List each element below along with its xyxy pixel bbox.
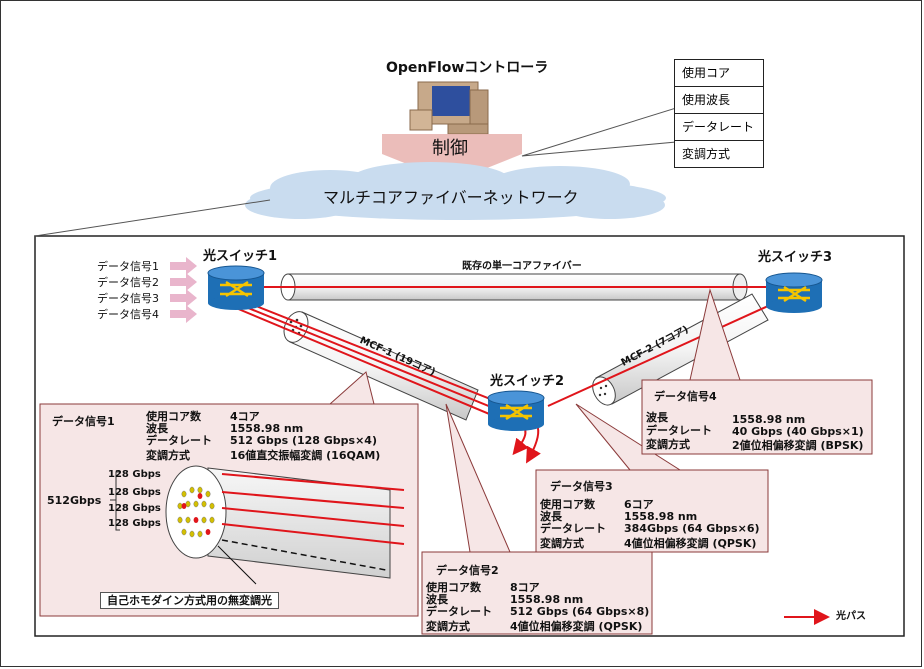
signal1-key: データレート	[146, 434, 212, 447]
core-rate: 128 Gbps	[108, 469, 161, 480]
network-cloud-label: マルチコアファイバーネットワーク	[323, 188, 579, 207]
signal1-value: 1558.98 nm	[230, 422, 304, 435]
switch2-icon	[487, 390, 545, 431]
callout-signal4	[641, 288, 873, 455]
input-label: データ信号4	[97, 308, 159, 321]
control-item: 使用波長	[675, 87, 763, 114]
switch3-label: 光スイッチ3	[758, 250, 833, 265]
input-label: データ信号1	[97, 260, 159, 273]
network-area	[34, 235, 905, 637]
signal4-key: 変調方式	[646, 438, 690, 451]
computer-icon	[409, 81, 489, 135]
signal3-value: 1558.98 nm	[624, 510, 698, 523]
signal1-key: 使用コア数	[146, 410, 201, 423]
switch1-label: 光スイッチ1	[203, 249, 278, 264]
signal3-title: データ信号3	[550, 480, 613, 493]
legend-path-label: 光パス	[836, 611, 866, 622]
signal3-key: データレート	[540, 522, 606, 535]
signal1-key: 変調方式	[146, 449, 190, 462]
signal3-value: 6コア	[624, 498, 654, 511]
signal2-key: 使用コア数	[426, 581, 481, 594]
signal2-value: 8コア	[510, 581, 540, 594]
signal3-value: 384Gbps (64 Gbps×6)	[624, 522, 760, 535]
switch2-label: 光スイッチ2	[490, 374, 565, 389]
signal1-title: データ信号1	[52, 415, 115, 428]
signal2-key: データレート	[426, 605, 492, 618]
signal4-value: 2値位相偏移変調 (BPSK)	[732, 439, 864, 452]
control-arrow	[382, 134, 522, 182]
control-item: 使用コア	[675, 60, 763, 87]
signal3-key: 使用コア数	[540, 498, 595, 511]
signal4-key: データレート	[646, 424, 712, 437]
switch3-icon	[765, 272, 823, 313]
signal2-key: 波長	[426, 593, 448, 606]
signal1-value: 16値直交振幅変調 (16QAM)	[230, 449, 381, 462]
signal2-key: 変調方式	[426, 620, 470, 633]
control-item: 変調方式	[682, 147, 731, 161]
core-rate: 128 Gbps	[108, 518, 161, 529]
input-label: データ信号3	[97, 292, 159, 305]
signal1-total: 512Gbps	[47, 494, 102, 507]
input-arrows	[170, 257, 197, 323]
unmodulated-light-note: 自己ホモダイン方式用の無変調光	[100, 592, 279, 609]
signal1-value: 512 Gbps (128 Gbps×4)	[230, 434, 377, 447]
mcf-cross-section	[110, 465, 405, 585]
signal4-key: 波長	[646, 411, 668, 424]
signal4-value: 1558.98 nm	[732, 413, 806, 426]
signal2-value: 512 Gbps (64 Gbps×8)	[510, 605, 650, 618]
signal2-value: 1558.98 nm	[510, 593, 584, 606]
switch1-icon	[207, 265, 265, 310]
callout-signal2	[421, 403, 653, 635]
control-item: データレート	[675, 114, 763, 141]
mcf1-fiber	[283, 311, 479, 421]
core-rate: 128 Gbps	[108, 503, 161, 514]
input-label: データ信号2	[97, 276, 159, 289]
single-fiber-label: 既存の単一コアファイバー	[462, 261, 582, 272]
control-items-box: 使用コア 使用波長 データレート 変調方式	[674, 59, 764, 168]
network-cloud	[245, 162, 666, 220]
signal3-key: 波長	[540, 510, 562, 523]
signal4-value: 40 Gbps (40 Gbps×1)	[732, 425, 864, 438]
light-paths	[235, 279, 794, 464]
core-rate: 128 Gbps	[108, 487, 161, 498]
signal1-key: 波長	[146, 422, 168, 435]
signal1-value: 4コア	[230, 410, 260, 423]
control-label: 制御	[432, 138, 468, 159]
signal4-title: データ信号4	[654, 390, 717, 403]
mcf2-fiber	[592, 293, 769, 406]
signal3-key: 変調方式	[540, 537, 584, 550]
controller-title: OpenFlowコントローラ	[386, 60, 549, 76]
signal2-value: 4値位相偏移変調 (QPSK)	[510, 620, 643, 633]
signal3-value: 4値位相偏移変調 (QPSK)	[624, 537, 757, 550]
signal2-title: データ信号2	[436, 564, 499, 577]
